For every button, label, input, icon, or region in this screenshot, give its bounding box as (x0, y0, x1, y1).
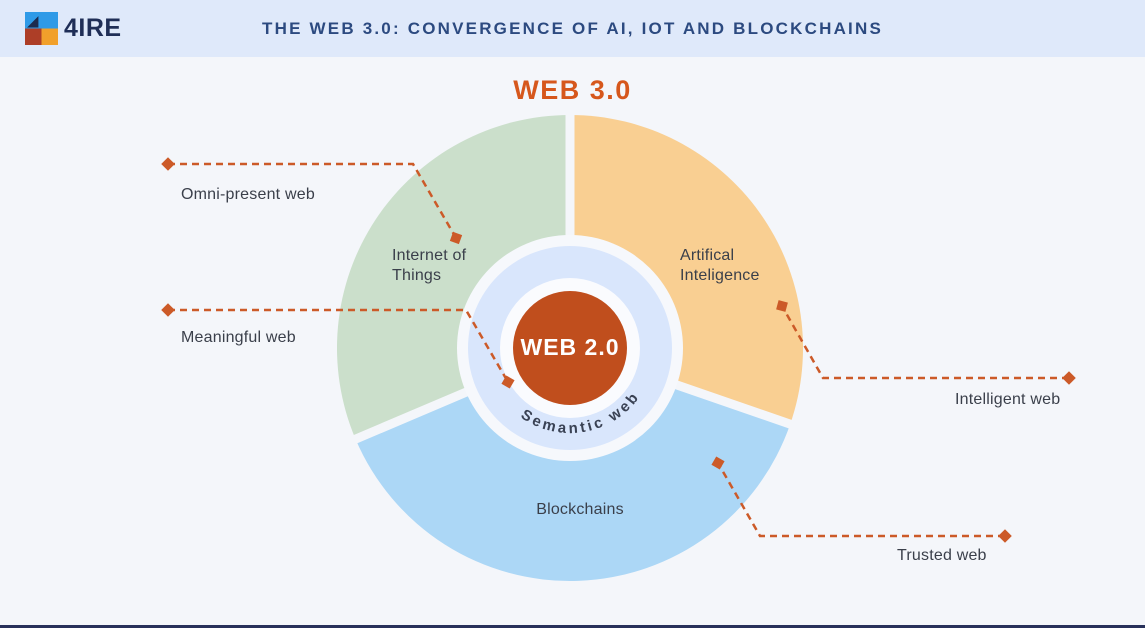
logo-icon (25, 12, 58, 45)
intelligent-start-square (776, 300, 788, 312)
logo-text: 4IRE (64, 14, 122, 42)
segment-blockchains-wedge (355, 348, 791, 582)
trusted-start-square (711, 456, 725, 470)
callout-label-meaningful: Meaningful web (181, 329, 296, 346)
callout-trusted-line (716, 462, 1005, 538)
header-bar: 4IRE THE WEB 3.0: CONVERGENCE OF AI, IOT… (0, 0, 1145, 57)
segment-label-iot-line1: Internet of (392, 247, 467, 264)
callout-lines (168, 162, 1069, 538)
meaningful-start-diamond (161, 303, 175, 317)
segment-label-ai-line2: Inteligence (680, 267, 760, 284)
segment-label-ai: Artifical Inteligence (680, 246, 760, 286)
callout-intelligent-line (780, 305, 1069, 380)
segment-label-ai-line1: Artifical (680, 247, 735, 264)
omni-end-square (449, 231, 463, 245)
callout-label-omni: Omni-present web (181, 186, 315, 203)
web2-center-label: WEB 2.0 (520, 334, 620, 360)
callout-meaningful-line (168, 308, 510, 383)
segment-label-iot: Internet of Things (392, 246, 466, 286)
callout-label-intelligent: Intelligent web (955, 391, 1061, 408)
intelligent-end-diamond (1062, 371, 1076, 385)
logo: 4IRE (25, 12, 122, 45)
meaningful-end-square (501, 375, 515, 389)
segment-label-blockchains: Blockchains (536, 501, 624, 518)
callout-label-trusted: Trusted web (897, 547, 987, 564)
web2-center-circle (513, 291, 627, 405)
segment-label-iot-line2: Things (392, 267, 442, 284)
diagram-title: WEB 3.0 (513, 75, 632, 105)
header-title: THE WEB 3.0: CONVERGENCE OF AI, IOT AND … (262, 18, 883, 38)
bottom-accent-bar (0, 625, 1145, 628)
callout-omni-line (168, 162, 458, 239)
omni-start-diamond (161, 157, 175, 171)
trusted-end-diamond (998, 529, 1012, 543)
